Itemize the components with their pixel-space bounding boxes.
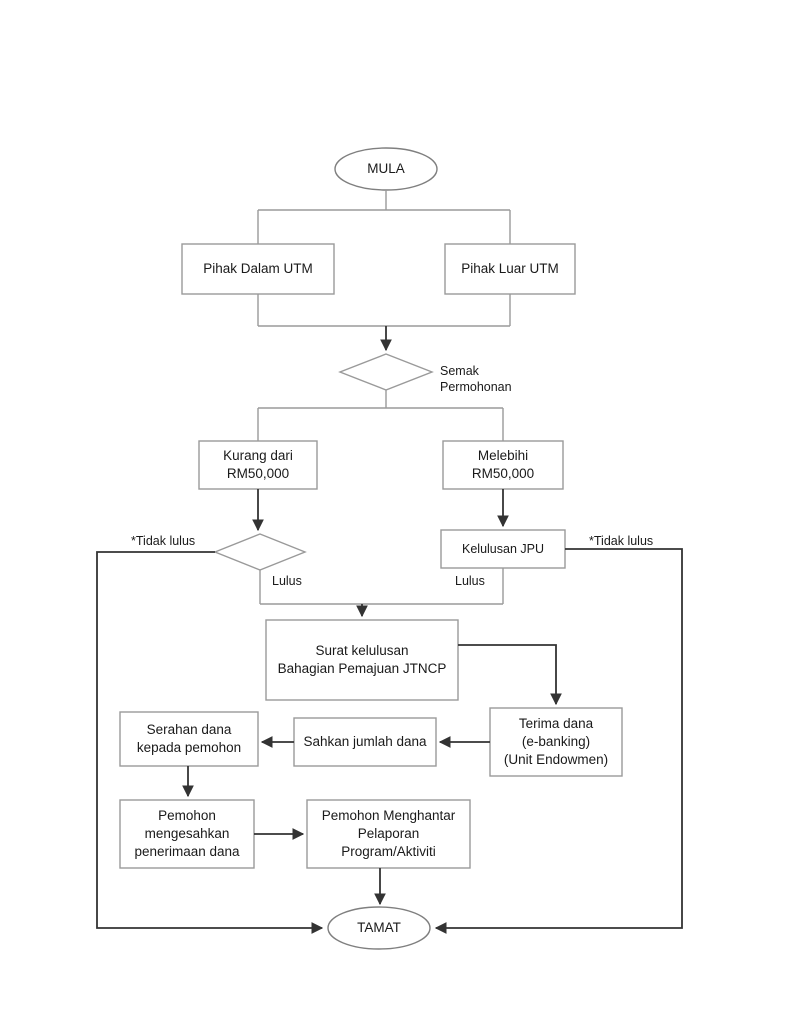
- edge-semak-split: [257, 390, 504, 441]
- edge-tidak-lulus-right: [434, 548, 683, 934]
- node-melebihi: [442, 440, 564, 490]
- edge-mula-split: [257, 190, 511, 244]
- edge-tidak-lulus-left: [96, 551, 324, 934]
- node-kurang: [198, 440, 318, 490]
- edge-label-lulus-right: Lulus: [455, 574, 485, 588]
- edge-label-tidak-lulus-right: *Tidak lulus: [589, 534, 654, 548]
- node-serahan-dana: [119, 711, 259, 767]
- edge-label-semak-permohonan: Semak Permohonan: [440, 364, 512, 394]
- node-kelulusan-jpu: [440, 529, 566, 569]
- node-mengesahkan: [119, 799, 255, 869]
- node-surat-kelulusan: [265, 619, 459, 701]
- node-lulus-decision: [213, 533, 307, 571]
- node-pelaporan: [306, 799, 471, 869]
- edge-boxes-merge: [257, 294, 511, 327]
- node-sahkan-jumlah: [293, 717, 437, 767]
- node-semak-decision: [338, 353, 434, 391]
- edge-surat-to-terima: [458, 644, 562, 706]
- node-mula: [334, 147, 438, 191]
- node-pihak-dalam: [181, 243, 335, 295]
- node-tamat: [327, 906, 431, 950]
- edge-label-lulus-left: Lulus: [272, 574, 302, 588]
- edge-lulus-merge: [259, 568, 504, 605]
- node-pihak-luar: [444, 243, 576, 295]
- edge-label-tidak-lulus-left: *Tidak lulus: [131, 534, 196, 548]
- node-terima-dana: [489, 707, 623, 777]
